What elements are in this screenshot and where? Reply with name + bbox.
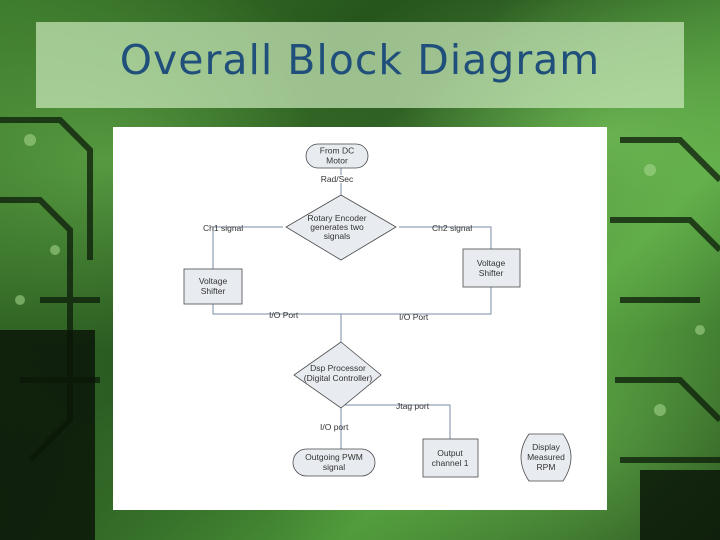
output-channel-label-1: Output [437, 448, 463, 458]
outgoing-pwm-label-1: Outgoing PWM [305, 452, 363, 462]
slide-title: Overall Block Diagram [119, 36, 601, 84]
rotary-encoder-node [285, 194, 397, 261]
outgoing-pwm-label-2: signal [323, 462, 345, 472]
rotary-encoder-label-2: generates two [310, 222, 364, 232]
from-dc-motor-node [305, 143, 369, 169]
output-channel-node [422, 438, 479, 478]
voltage-shifter-left-label-2: Shifter [201, 286, 226, 296]
display-rpm-label-2: Measured [527, 452, 565, 462]
rotary-encoder-label-3: signals [324, 231, 350, 241]
connector-jtag [341, 404, 451, 439]
diagram-panel: From DC Motor Rad/Sec Rotary Encoder gen… [113, 127, 607, 510]
connector-ch1 [212, 226, 283, 269]
display-rpm-label-1: Display [532, 442, 561, 452]
display-rpm-node [520, 433, 572, 482]
output-channel-label-2: channel 1 [432, 458, 469, 468]
io-port-right-label: I/O Port [399, 312, 429, 322]
from-dc-motor-label-1: From DC [320, 146, 354, 156]
dsp-processor-node [293, 341, 382, 409]
display-rpm-label-3: RPM [537, 462, 556, 472]
voltage-shifter-right-label-1: Voltage [477, 258, 506, 268]
ch2-signal-label: Ch2 signal [432, 223, 472, 233]
ch1-signal-label: Ch1 signal [203, 223, 243, 233]
from-dc-motor-label-2: Motor [326, 156, 348, 166]
title-band [36, 22, 684, 108]
jtag-port-label: Jtag port [396, 401, 430, 411]
voltage-shifter-left-node [183, 268, 243, 305]
connector-ch2 [399, 226, 492, 249]
connector-right-shifter [341, 287, 492, 315]
rad-sec-label: Rad/Sec [321, 174, 354, 184]
io-port-bottom-label: I/O port [320, 422, 349, 432]
block-diagram: From DC Motor Rad/Sec Rotary Encoder gen… [183, 143, 572, 482]
rotary-encoder-label-1: Rotary Encoder [307, 213, 366, 223]
outgoing-pwm-node [292, 448, 376, 477]
voltage-shifter-right-node [462, 248, 521, 288]
voltage-shifter-right-label-2: Shifter [479, 268, 504, 278]
voltage-shifter-left-label-1: Voltage [199, 276, 228, 286]
io-port-left-label: I/O Port [269, 310, 299, 320]
dsp-processor-label-1: Dsp Processor [310, 363, 366, 373]
dsp-processor-label-2: (Digital Controller) [304, 373, 373, 383]
connectors [212, 165, 492, 449]
